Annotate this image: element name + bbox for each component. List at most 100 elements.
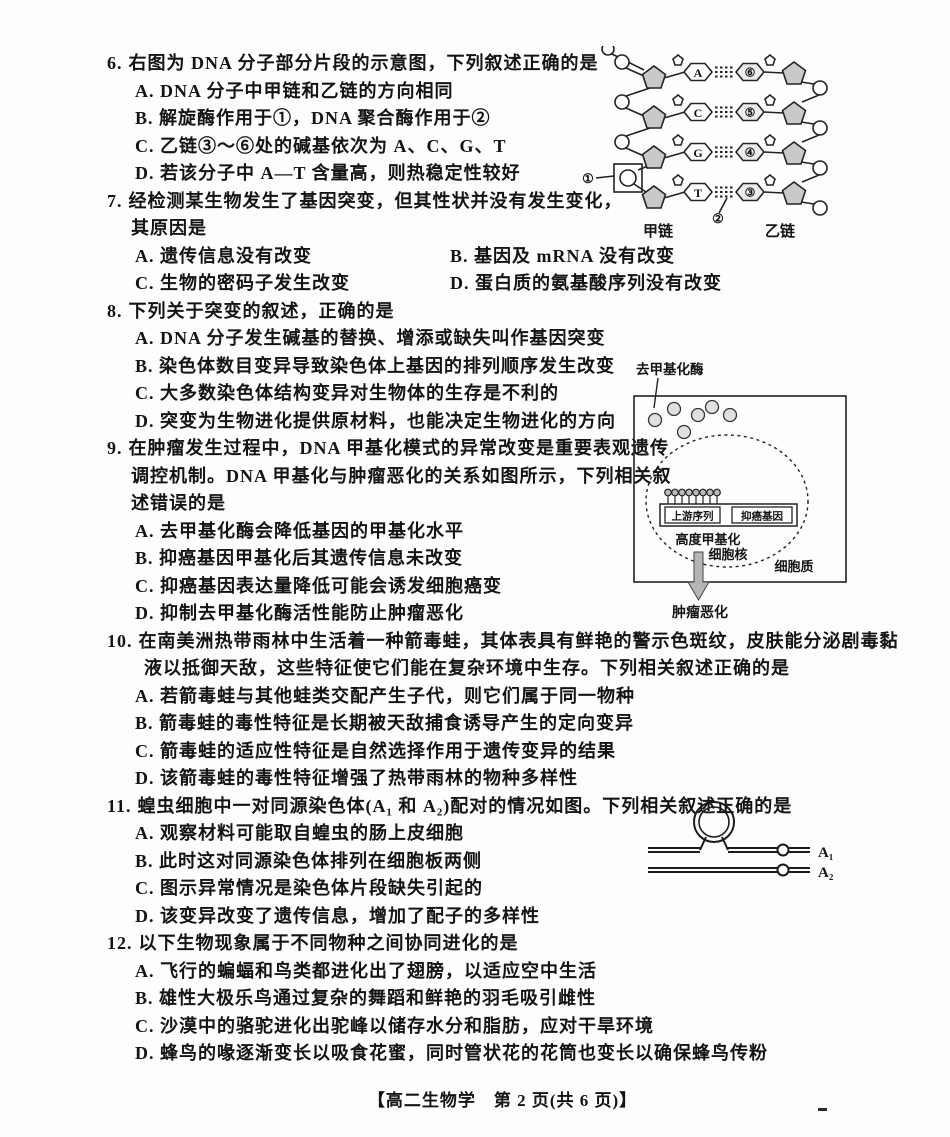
- question-8: 8.下列关于突变的叙述，正确的是 A. DNA 分子发生碱基的替换、增添或缺失叫…: [107, 298, 897, 436]
- option-c: C. 抑癌基因表达量降低可能会诱发细胞癌变: [135, 575, 502, 596]
- option-d: D. 该箭毒蛙的毒性特征增强了热带雨林的物种多样性: [135, 768, 578, 788]
- cell-outline: [633, 395, 847, 583]
- stem-text: 蝗虫细胞中一对同源染色体(A₁ 和 A₂)配对的情况如图。下列相关叙述正确的是: [137, 795, 793, 816]
- option-a: A. 遗传信息没有改变: [135, 245, 312, 266]
- option-b: B. 雄性大极乐鸟通过复杂的舞蹈和鲜艳的羽毛吸引雌性: [135, 988, 597, 1008]
- option-a: A. 飞行的蝙蝠和鸟类都进化出了翅膀，以适应空中生活: [135, 960, 597, 981]
- question-stem-continued: 调控机制。DNA 甲基化与肿瘤恶化的关系如图所示，下列相关叙: [131, 465, 672, 486]
- option-c: C. 箭毒蛙的适应性特征是自然选择作用于遗传变异的结果: [135, 740, 616, 761]
- question-stem: 6.右图为 DNA 分子部分片段的示意图，下列叙述正确的是: [107, 50, 897, 78]
- question-12: 12.以下生物现象属于不同物种之间协同进化的是 A. 飞行的蝙蝠和鸟类都进化出了…: [107, 930, 897, 1068]
- base-left-3: G: [693, 146, 702, 160]
- stem-text: 右图为 DNA 分子部分片段的示意图，下列叙述正确的是: [128, 53, 599, 73]
- question-stem-continued: 其原因是: [131, 218, 207, 238]
- stem-text: 在肿瘤发生过程中，DNA 甲基化模式的异常改变是重要表观遗传: [128, 438, 670, 458]
- demethylase-enzymes: [647, 399, 738, 440]
- dna-fragment-diagram: A C G T ⑥ ⑤ ④ ③ ① ② 甲链 乙链: [582, 46, 828, 240]
- question-6: 6.右图为 DNA 分子部分片段的示意图，下列叙述正确的是 A. DNA 分子中…: [107, 50, 897, 188]
- tumor-malignancy-label: 肿瘤恶化: [672, 604, 728, 621]
- question-list: 6.右图为 DNA 分子部分片段的示意图，下列叙述正确的是 A. DNA 分子中…: [107, 50, 899, 1068]
- upstream-sequence-box: [664, 506, 721, 524]
- stem-text: 经检测某生物发生了基因突变，但其性状并没有发生变化，: [128, 190, 623, 211]
- question-stem: 8.下列关于突变的叙述，正确的是: [107, 298, 897, 326]
- option-b: B. 箭毒蛙的毒性特征是长期被天敌捕食诱导产生的定向变异: [135, 713, 635, 733]
- phosphate-box: [613, 163, 643, 193]
- question-number: 6.: [107, 53, 123, 73]
- nucleus-label: 细胞核: [708, 547, 747, 562]
- chromosome-a2-label: A₂: [818, 865, 834, 881]
- question-stem: 7.经检测某生物发生了基因突变，但其性状并没有发生变化，: [107, 188, 897, 216]
- option-b: B. 染色体数目变异导致染色体上基因的排列顺序发生改变: [135, 355, 616, 376]
- question-10: 10.在南美洲热带雨林中生活着一种箭毒蛙，其体表具有鲜艳的警示色斑纹，皮肤能分泌…: [107, 628, 899, 793]
- option-c: C. 图示异常情况是染色体片段缺失引起的: [135, 878, 483, 898]
- option-a: A. 若箭毒蛙与其他蛙类交配产生子代，则它们属于同一物种: [135, 685, 635, 706]
- option-c: C. 大多数染色体结构变异对生物体的生存是不利的: [135, 383, 559, 403]
- stem-text: 以下生物现象属于不同物种之间协同进化的是: [138, 933, 519, 953]
- question-number: 11.: [107, 795, 132, 816]
- methylation-diagram: 去甲基化酶 上游序列 抑癌基因 高度甲基化 细胞核 细胞质: [633, 361, 847, 621]
- demethylase-label: 去甲基化酶: [636, 361, 704, 377]
- base-right-2: ⑤: [745, 106, 756, 120]
- base-left-2: C: [694, 106, 703, 120]
- malignancy-arrow: [687, 551, 710, 601]
- option-d: D. 蜂鸟的喙逐渐变长以吸食花蜜，同时管状花的花筒也变长以确保蜂鸟传粉: [135, 1043, 768, 1063]
- chromosome-a2: [648, 863, 810, 877]
- option-b: B. 基因及 mRNA 没有改变: [450, 245, 676, 266]
- option-d: D. 若该分子中 A—T 含量高，则热稳定性较好: [135, 163, 521, 183]
- scan-artifact-dash: [818, 1108, 827, 1111]
- tumor-suppressor-gene-label: 抑癌基因: [741, 510, 783, 523]
- question-9: 9.在肿瘤发生过程中，DNA 甲基化模式的异常改变是重要表观遗传 调控机制。DN…: [107, 435, 897, 628]
- question-stem: 9.在肿瘤发生过程中，DNA 甲基化模式的异常改变是重要表观遗传: [107, 435, 897, 463]
- question-stem-continued: 述错误的是: [131, 493, 226, 513]
- question-number: 12.: [107, 933, 133, 953]
- upstream-sequence-label: 上游序列: [672, 510, 714, 523]
- question-stem-continued: 液以抵御天敌，这些特征使它们能在复杂环境中生存。下列相关叙述正确的是: [144, 658, 790, 678]
- option-c: C. 乙链③～⑥处的碱基依次为 A、C、G、T: [135, 135, 507, 156]
- base-right-1: ⑥: [745, 66, 756, 80]
- option-a: A. 去甲基化酶会降低基因的甲基化水平: [135, 520, 464, 541]
- question-11: 11.蝗虫细胞中一对同源染色体(A₁ 和 A₂)配对的情况如图。下列相关叙述正确…: [107, 793, 897, 931]
- option-a: A. 观察材料可能取自蝗虫的肠上皮细胞: [135, 823, 464, 843]
- question-number: 9.: [107, 438, 123, 458]
- strand-right-label: 乙链: [765, 222, 796, 240]
- question-stem: 12.以下生物现象属于不同物种之间协同进化的是: [107, 930, 897, 958]
- option-c: C. 生物的密码子发生改变: [135, 273, 350, 293]
- question-7: 7.经检测某生物发生了基因突变，但其性状并没有发生变化， 其原因是 A. 遗传信…: [107, 188, 897, 298]
- base-pair-row-2: [672, 93, 776, 122]
- strand-left-label: 甲链: [643, 222, 674, 240]
- page-footer: 【高二生物学 第 2 页(共 6 页)】: [367, 1091, 638, 1110]
- question-stem: 10.在南美洲热带雨林中生活着一种箭毒蛙，其体表具有鲜艳的警示色斑纹，皮肤能分泌…: [107, 628, 899, 656]
- base-right-4: ③: [745, 186, 756, 200]
- marker-2-label: ②: [712, 211, 724, 226]
- question-number: 10.: [107, 630, 133, 651]
- chromosome-pairing-diagram: A₁ A₂: [648, 801, 834, 881]
- base-left-4: T: [694, 186, 702, 200]
- chromosome-a1-label: A₁: [818, 845, 833, 861]
- stem-text: 下列关于突变的叙述，正确的是: [128, 300, 395, 321]
- option-b: B. 解旋酶作用于①，DNA 聚合酶作用于②: [135, 108, 491, 128]
- option-d: D. 突变为生物进化提供原材料，也能决定生物进化的方向: [135, 410, 616, 431]
- base-pair-row-3: [672, 133, 776, 162]
- high-methylation-label: 高度甲基化: [675, 532, 740, 547]
- cytoplasm-label: 细胞质: [774, 559, 813, 574]
- marker-1-label: ①: [582, 171, 594, 186]
- base-pair-row-4: [672, 173, 776, 202]
- option-b: B. 此时这对同源染色体排列在细胞板两侧: [135, 850, 483, 871]
- option-c: C. 沙漠中的骆驼进化出驼峰以储存水分和脂肪，应对干旱环境: [135, 1015, 654, 1036]
- stem-text: 在南美洲热带雨林中生活着一种箭毒蛙，其体表具有鲜艳的警示色斑纹，皮肤能分泌剧毒黏: [138, 630, 899, 651]
- base-pair-row-1: [672, 53, 776, 82]
- option-d: D. 蛋白质的氨基酸序列没有改变: [450, 273, 722, 293]
- option-b: B. 抑癌基因甲基化后其遗传信息未改变: [135, 548, 464, 568]
- option-d: D. 抑制去甲基化酶活性能防止肿瘤恶化: [135, 603, 464, 623]
- option-d: D. 该变异改变了遗传信息，增加了配子的多样性: [135, 905, 540, 926]
- question-number: 7.: [107, 190, 123, 211]
- option-a: A. DNA 分子中甲链和乙链的方向相同: [135, 80, 454, 101]
- question-number: 8.: [107, 300, 123, 321]
- methyl-groups: [664, 488, 721, 504]
- base-left-1: A: [694, 66, 703, 80]
- base-right-3: ④: [745, 146, 756, 160]
- option-a: A. DNA 分子发生碱基的替换、增添或缺失叫作基因突变: [135, 328, 606, 348]
- question-stem: 11.蝗虫细胞中一对同源染色体(A₁ 和 A₂)配对的情况如图。下列相关叙述正确…: [107, 793, 897, 821]
- options-two-column: A. 遗传信息没有改变 B. 基因及 mRNA 没有改变 C. 生物的密码子发生…: [107, 243, 897, 298]
